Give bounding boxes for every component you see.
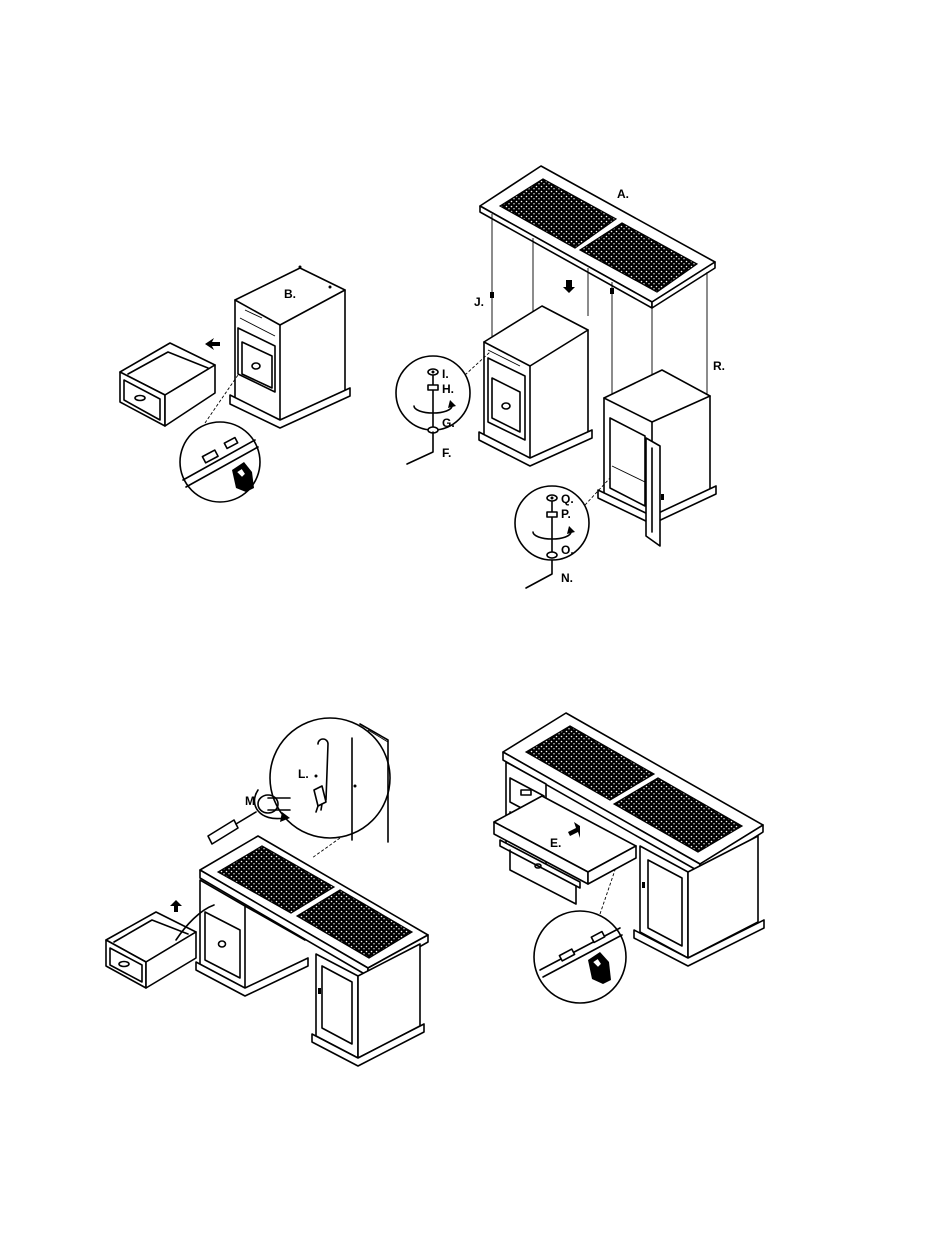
label-M: M <box>245 794 255 808</box>
step-1-file-cabinet <box>205 266 350 429</box>
label-B: B. <box>284 287 296 301</box>
step-3-desk <box>196 836 428 1066</box>
screwdriver-icon <box>208 820 238 844</box>
down-arrow-icon <box>563 280 575 293</box>
step-2-file-pedestal <box>479 306 592 466</box>
label-O: O. <box>561 543 574 557</box>
step-3-screw-detail <box>208 718 390 858</box>
label-A: A. <box>617 187 629 201</box>
label-G: G. <box>442 416 455 430</box>
label-J: J. <box>474 295 484 309</box>
step-1-drawer <box>120 343 215 426</box>
label-R: R. <box>713 359 725 373</box>
label-P: P. <box>561 507 571 521</box>
label-Q: Q. <box>561 492 574 506</box>
step-2-desktop-top <box>480 166 715 308</box>
open-door <box>646 438 660 546</box>
up-arrow-icon <box>170 900 182 912</box>
step-3-drawer <box>106 900 214 988</box>
label-H: H. <box>442 382 454 396</box>
label-E: E. <box>550 836 561 850</box>
desktop-top-A <box>480 166 715 302</box>
label-N: N. <box>561 571 573 585</box>
label-L: L. <box>298 767 309 781</box>
label-I: I. <box>442 367 449 381</box>
step-2-door-pedestal <box>598 370 716 546</box>
label-F: F. <box>442 446 451 460</box>
